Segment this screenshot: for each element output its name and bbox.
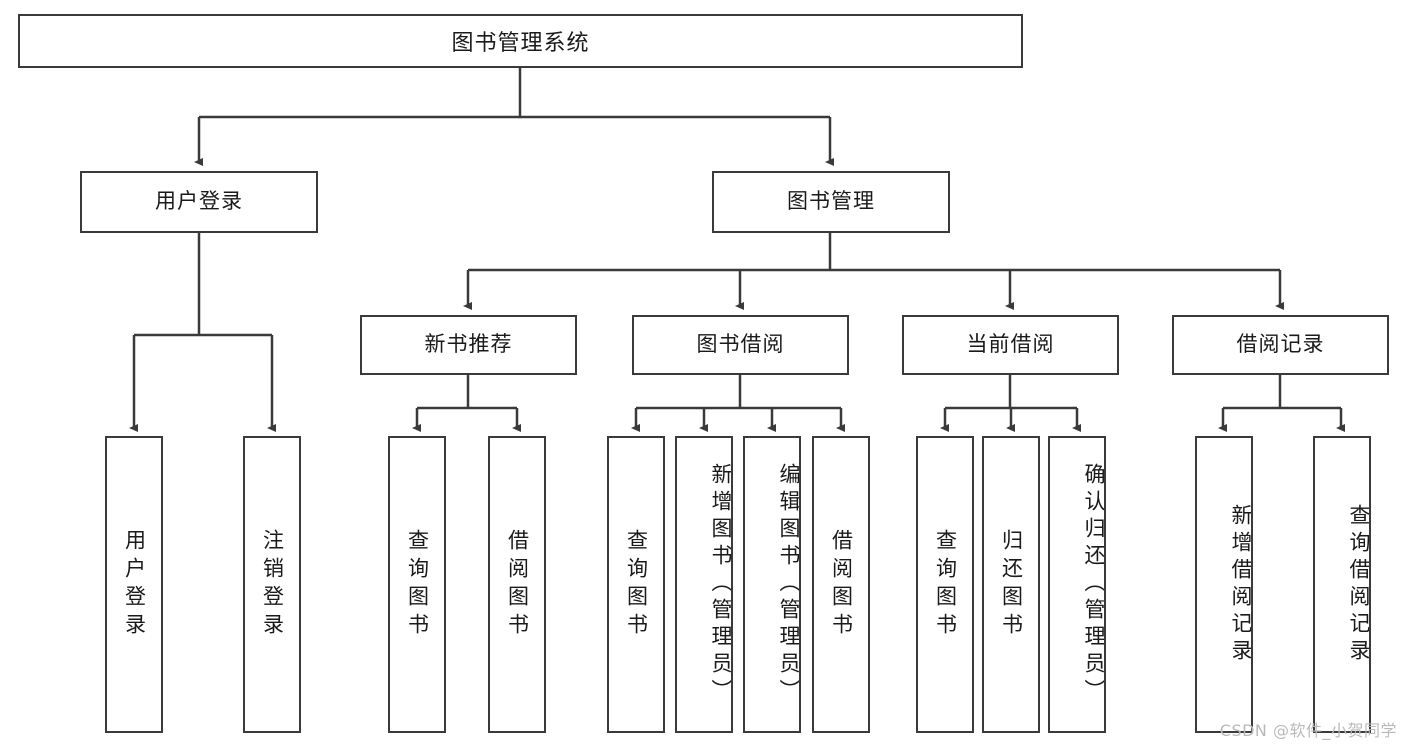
leaf-user-login-login[interactable]: 用户登录 — [105, 436, 163, 733]
node-new-book-recommend[interactable]: 新书推荐 — [360, 315, 577, 375]
leaf-record-query-record[interactable]: 查询借阅记录 — [1313, 436, 1371, 733]
node-borrow-record[interactable]: 借阅记录 — [1172, 315, 1389, 375]
leaf-new-book-query[interactable]: 查询图书 — [388, 436, 446, 733]
leaf-current-return-book[interactable]: 归还图书 — [982, 436, 1040, 733]
leaf-current-query-book[interactable]: 查询图书 — [916, 436, 974, 733]
leaf-record-add-record[interactable]: 新增借阅记录 — [1195, 436, 1253, 733]
leaf-user-login-logout[interactable]: 注销登录 — [243, 436, 301, 733]
leaf-borrow-borrow-book[interactable]: 借阅图书 — [812, 436, 870, 733]
node-book-borrow[interactable]: 图书借阅 — [632, 315, 849, 375]
leaf-borrow-edit-book-admin[interactable]: 编辑图书（管理员） — [743, 436, 801, 733]
leaf-current-confirm-return-admin[interactable]: 确认归还（管理员） — [1048, 436, 1106, 733]
node-user-login[interactable]: 用户登录 — [80, 171, 318, 233]
leaf-borrow-add-book-admin[interactable]: 新增图书（管理员） — [675, 436, 733, 733]
csdn-watermark: CSDN @软件_小贺同学 — [1219, 721, 1397, 740]
leaf-borrow-query-book[interactable]: 查询图书 — [607, 436, 665, 733]
leaf-new-book-borrow[interactable]: 借阅图书 — [488, 436, 546, 733]
node-current-borrow[interactable]: 当前借阅 — [902, 315, 1119, 375]
node-book-management[interactable]: 图书管理 — [712, 171, 950, 233]
node-root[interactable]: 图书管理系统 — [18, 14, 1023, 68]
